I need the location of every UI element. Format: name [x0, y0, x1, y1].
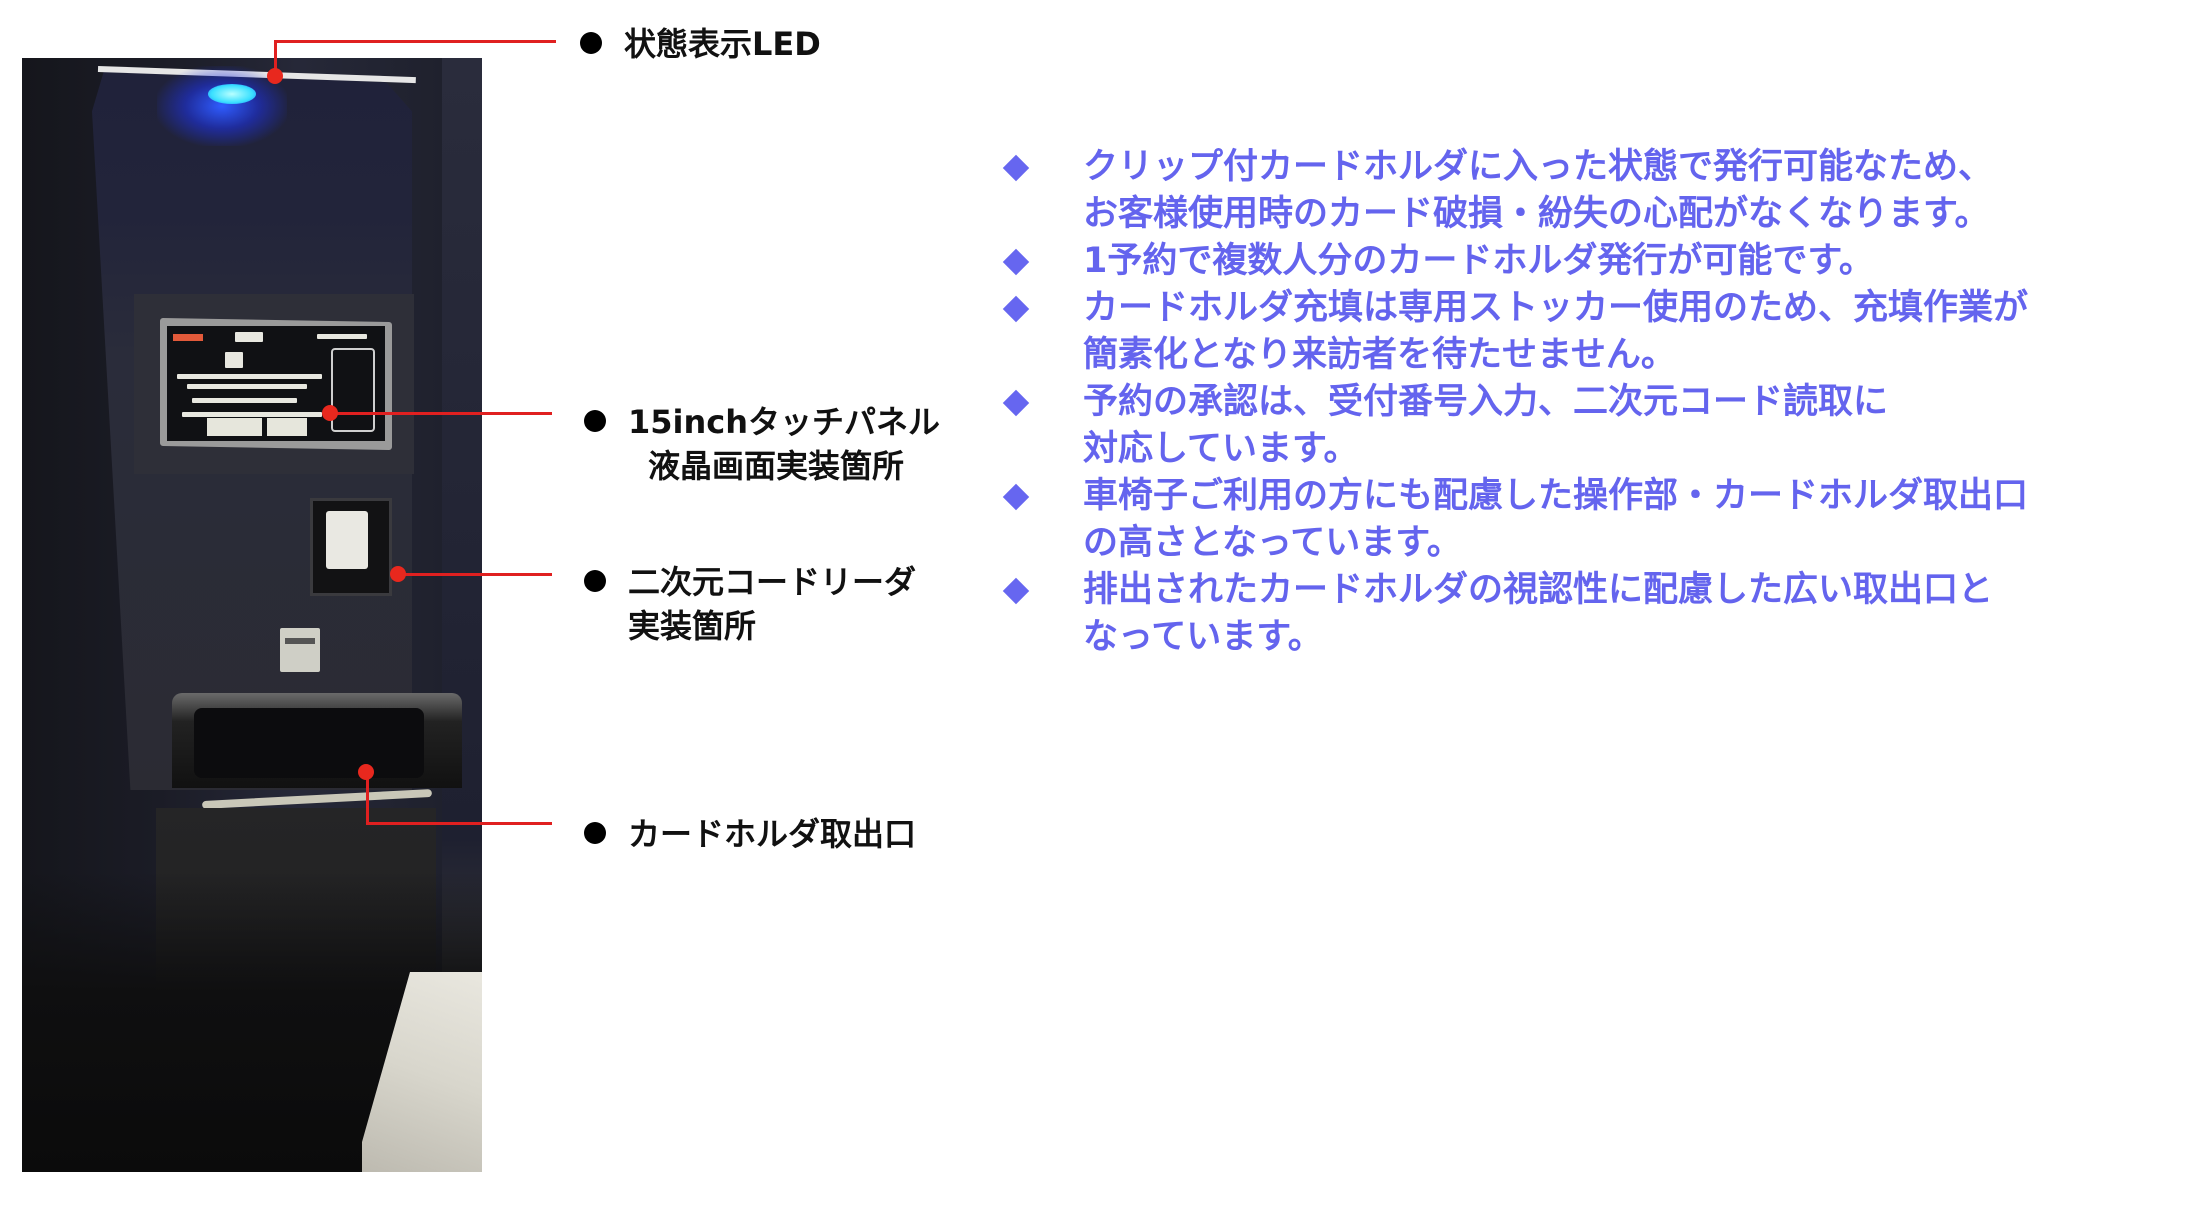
- screen-text-line: [187, 384, 307, 389]
- diamond-icon: [1002, 389, 1030, 417]
- card-outlet-opening: [194, 708, 424, 778]
- screen-element: [317, 334, 367, 339]
- callout-line-card-outlet: [366, 822, 552, 825]
- screen-button: [207, 418, 262, 436]
- bullet-dot-icon: [584, 822, 606, 844]
- diamond-icon: [1002, 483, 1030, 511]
- card-outlet-lip: [201, 788, 433, 810]
- touch-screen: [167, 326, 385, 441]
- feature-item: 1予約で複数人分のカードホルダ発行が可能です。: [1002, 238, 2185, 285]
- callout-dot-card-outlet: [358, 764, 374, 780]
- bullet-dot-icon: [584, 410, 606, 432]
- callout-line-qr-reader: [398, 573, 552, 576]
- screen-text-line: [192, 398, 297, 403]
- qr-reader-glass: [326, 511, 368, 569]
- bullet-dot-icon: [580, 32, 602, 54]
- diamond-icon: [1002, 295, 1030, 323]
- callout-dot-led: [267, 68, 283, 84]
- screen-text-line: [177, 374, 322, 379]
- kiosk-photo: [22, 58, 482, 1172]
- status-led: [208, 84, 256, 104]
- label-card-outlet: カードホルダ取出口: [584, 812, 916, 856]
- feature-list: クリップ付カードホルダに入った状態で発行可能なため、 お客様使用時のカード破損・…: [1002, 144, 2185, 661]
- feature-item: 車椅子ご利用の方にも配慮した操作部・カードホルダ取出口 の高さとなっています。: [1002, 473, 2185, 567]
- label-qr-reader: 二次元コードリーダ 実装箇所: [584, 560, 916, 648]
- feature-item: 排出されたカードホルダの視認性に配慮した広い取出口と なっています。: [1002, 567, 2185, 661]
- card-slot: [280, 628, 320, 672]
- callout-line-touch-panel: [330, 412, 552, 415]
- screen-text-line: [182, 412, 322, 417]
- screen-button: [267, 418, 307, 436]
- label-touch-panel: 15inchタッチパネル 液晶画面実装箇所: [584, 400, 940, 488]
- bullet-dot-icon: [584, 570, 606, 592]
- diamond-icon: [1002, 154, 1030, 182]
- screen-element: [225, 352, 243, 368]
- screen-phone-graphic: [331, 348, 375, 432]
- maker-logo: [173, 334, 203, 341]
- callout-dot-qr-reader: [390, 566, 406, 582]
- led-glow: [157, 66, 287, 146]
- screen-element: [235, 332, 263, 342]
- label-status-led: 状態表示LED: [580, 22, 821, 66]
- feature-item: 予約の承認は、受付番号入力、二次元コード読取に 対応しています。: [1002, 379, 2185, 473]
- feature-item: クリップ付カードホルダに入った状態で発行可能なため、 お客様使用時のカード破損・…: [1002, 144, 2185, 238]
- callout-dot-touch-panel: [322, 405, 338, 421]
- diamond-icon: [1002, 248, 1030, 276]
- callout-line-card-outlet: [366, 772, 369, 824]
- diamond-icon: [1002, 577, 1030, 605]
- feature-item: カードホルダ充填は専用ストッカー使用のため、充填作業が 簡素化となり来訪者を待た…: [1002, 285, 2185, 379]
- callout-line-led: [274, 40, 556, 43]
- callout-line-led: [274, 40, 277, 78]
